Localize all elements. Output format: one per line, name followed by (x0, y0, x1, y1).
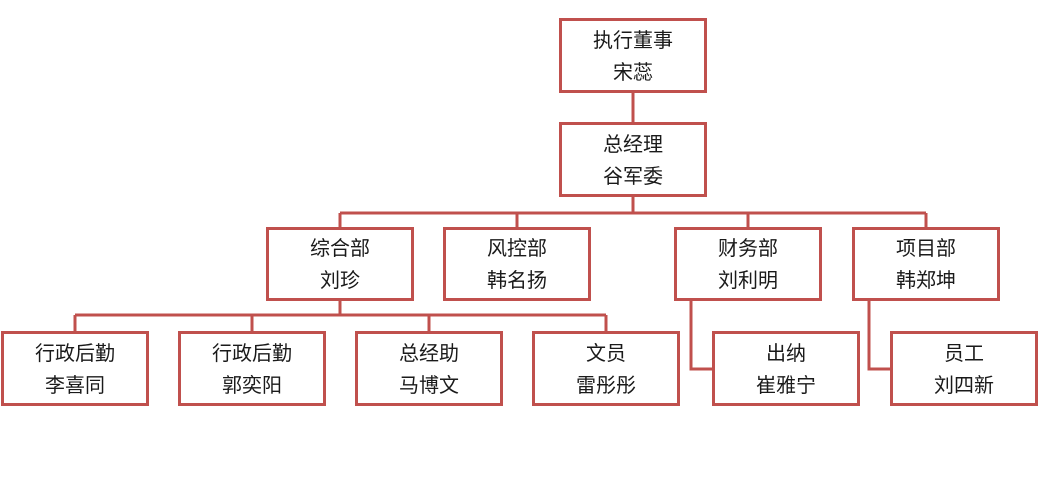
node-clerk-title: 文员 (586, 340, 626, 365)
node-admin1-name: 李喜同 (45, 372, 105, 397)
node-caiwu-name: 刘利明 (718, 268, 778, 292)
node-xiangmu-title: 项目部 (896, 236, 956, 260)
node-cashier: 出纳 崔雅宁 (712, 331, 860, 406)
node-staff: 员工 刘四新 (890, 331, 1038, 406)
node-gm-name: 谷军委 (603, 163, 663, 188)
node-staff-name: 刘四新 (934, 372, 994, 397)
node-gm-assist-title: 总经助 (399, 340, 459, 365)
node-zonghe-title: 综合部 (310, 236, 370, 260)
node-staff-title: 员工 (944, 340, 984, 365)
node-caiwu: 财务部 刘利明 (674, 227, 822, 301)
node-fengkong-name: 韩名扬 (487, 268, 547, 292)
node-clerk-name: 雷彤彤 (576, 372, 636, 397)
node-admin1: 行政后勤 李喜同 (1, 331, 149, 406)
node-zonghe: 综合部 刘珍 (266, 227, 414, 301)
node-gm: 总经理 谷军委 (559, 122, 707, 197)
node-cashier-title: 出纳 (766, 340, 806, 365)
node-gm-assist: 总经助 马博文 (355, 331, 503, 406)
node-ceo-name: 宋蕊 (613, 59, 653, 84)
node-xiangmu-name: 韩郑坤 (896, 268, 956, 292)
node-xiangmu: 项目部 韩郑坤 (852, 227, 1000, 301)
node-admin2-name: 郭奕阳 (222, 372, 282, 397)
node-ceo-title: 执行董事 (593, 27, 673, 52)
node-admin2: 行政后勤 郭奕阳 (178, 331, 326, 406)
node-fengkong-title: 风控部 (487, 236, 547, 260)
node-zonghe-name: 刘珍 (320, 268, 360, 292)
node-caiwu-title: 财务部 (718, 236, 778, 260)
node-fengkong: 风控部 韩名扬 (443, 227, 591, 301)
node-cashier-name: 崔雅宁 (756, 372, 816, 397)
node-gm-assist-name: 马博文 (399, 372, 459, 397)
node-clerk: 文员 雷彤彤 (532, 331, 680, 406)
node-admin2-title: 行政后勤 (212, 340, 292, 365)
node-gm-title: 总经理 (603, 131, 663, 156)
node-ceo: 执行董事 宋蕊 (559, 18, 707, 93)
connector-xiangmu-staff (867, 301, 890, 371)
node-admin1-title: 行政后勤 (35, 340, 115, 365)
connector-caiwu-cashier (689, 301, 712, 371)
